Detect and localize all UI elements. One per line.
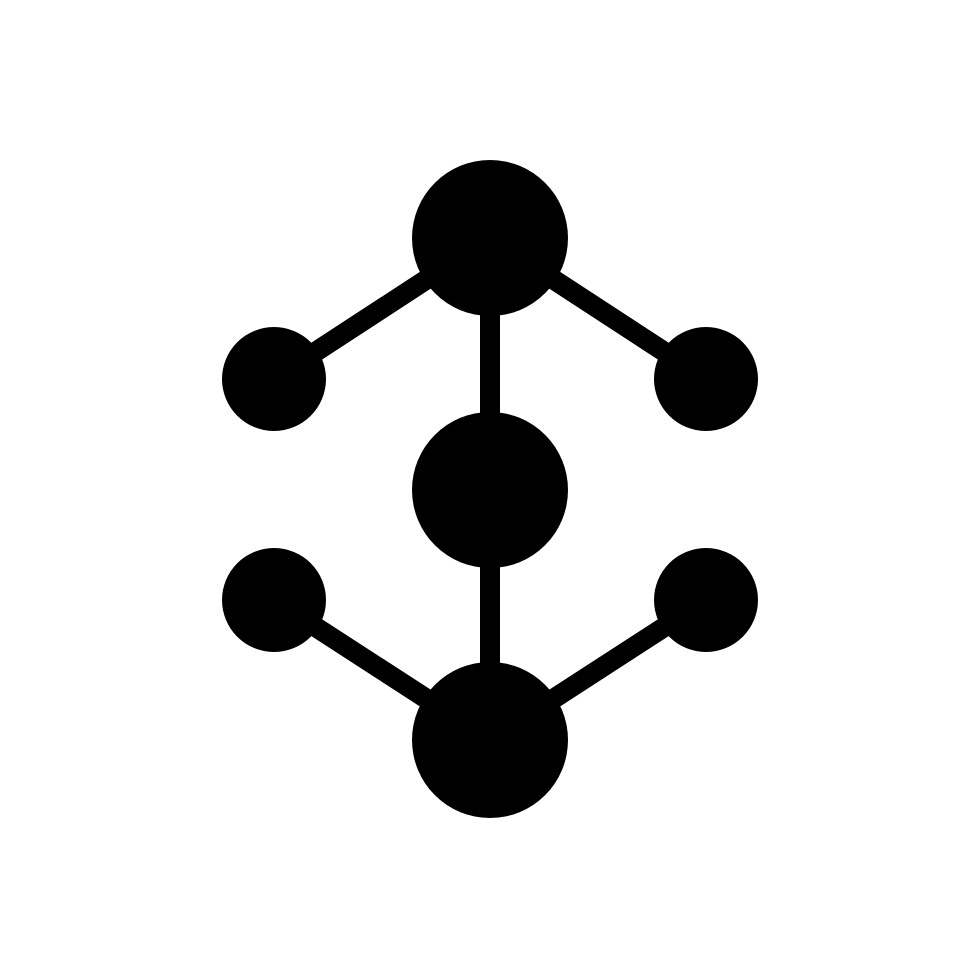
node-lower-right [654, 548, 758, 652]
node-upper-left [222, 327, 326, 431]
node-upper-right [654, 327, 758, 431]
nodes [222, 160, 758, 818]
node-top [412, 160, 568, 316]
node-middle [412, 412, 568, 568]
node-bottom [412, 662, 568, 818]
node-lower-left [222, 548, 326, 652]
